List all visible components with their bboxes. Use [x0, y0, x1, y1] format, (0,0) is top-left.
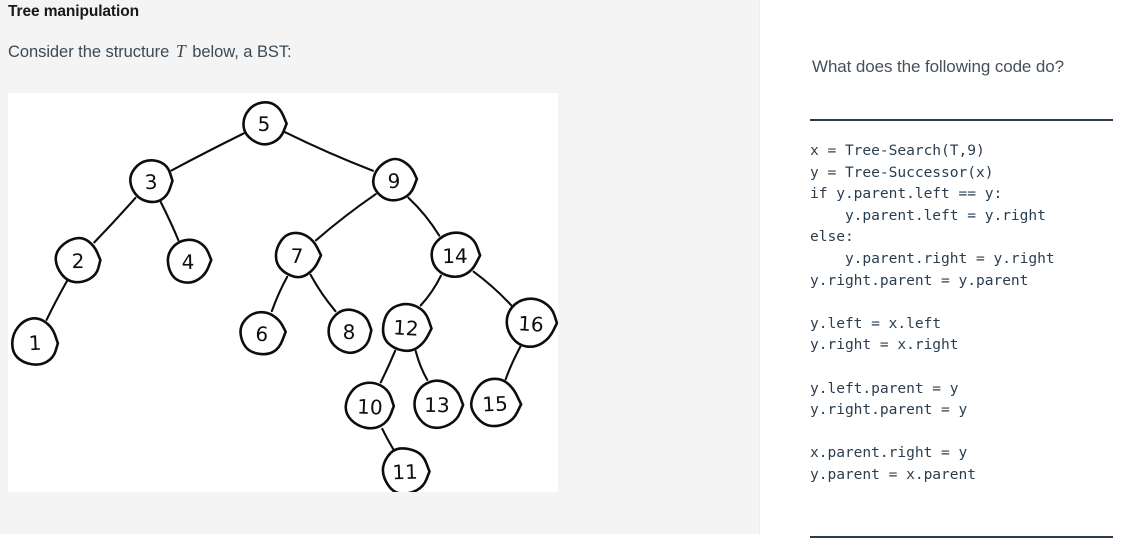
- tree-edge: [504, 345, 522, 381]
- tree-edge: [159, 200, 180, 242]
- code-blank-line: [810, 356, 1055, 378]
- left-content-panel: Tree manipulation Consider the structure…: [0, 0, 759, 534]
- tree-node-label: 11: [392, 460, 418, 485]
- right-question-panel: What does the following code do? x = Tre…: [760, 0, 1139, 554]
- prompt-text: Consider the structure T below, a BST:: [8, 41, 292, 62]
- code-line: if y.parent.left == y:: [810, 185, 1003, 203]
- tree-edge: [93, 196, 137, 244]
- tree-edge: [170, 132, 245, 172]
- tree-node: 9: [371, 157, 419, 202]
- rule-below-code: [810, 536, 1113, 538]
- panel-divider: [759, 0, 760, 534]
- tree-node-label: 12: [393, 315, 420, 340]
- tree-edge: [414, 350, 429, 381]
- tree-node-circle: [381, 302, 433, 353]
- tree-node-label: 10: [357, 394, 383, 419]
- tree-node-circle: [430, 231, 482, 279]
- tree-edge: [314, 193, 377, 242]
- code-line: x = Tree-Search(T,9): [810, 142, 985, 159]
- tree-node-label: 14: [442, 244, 468, 268]
- tree-edge: [309, 273, 337, 313]
- tree-node-label: 4: [181, 250, 194, 274]
- tree-node-label: 13: [424, 393, 450, 417]
- tree-node: 1: [10, 317, 60, 366]
- tree-node: 13: [413, 379, 465, 430]
- tree-edge: [381, 427, 395, 451]
- code-line: y.right.parent = y: [810, 401, 968, 419]
- tree-node: 16: [505, 297, 558, 349]
- tree-node-circle: [10, 317, 60, 366]
- code-line: y.left.parent = y: [810, 379, 959, 397]
- tree-edge: [407, 196, 441, 237]
- code-line: y.right = x.right: [810, 336, 959, 354]
- page-title: Tree manipulation: [8, 3, 139, 20]
- code-line: y.parent.right = y.right: [810, 249, 1055, 267]
- tree-node: 11: [381, 447, 431, 492]
- rule-above-code: [810, 119, 1113, 121]
- tree-edge: [45, 280, 68, 321]
- tree-edge: [284, 131, 374, 172]
- tree-node-circle: [239, 310, 288, 356]
- code-block: x = Tree-Search(T,9) y = Tree-Successor(x…: [810, 140, 1055, 486]
- tree-node: 3: [128, 159, 174, 204]
- tree-node-label: 3: [144, 170, 158, 195]
- code-line: y.parent.left = y.right: [810, 206, 1046, 224]
- tree-node-circle: [344, 381, 396, 430]
- tree-node: 12: [381, 302, 433, 353]
- tree-node-label: 9: [387, 169, 400, 193]
- tree-node-circle: [242, 101, 289, 146]
- tree-node: 5: [242, 101, 289, 146]
- code-line: else:: [810, 228, 854, 246]
- tree-node-circle: [381, 447, 431, 492]
- code-line: y.left = x.left: [810, 314, 942, 332]
- tree-node: 15: [469, 377, 523, 428]
- tree-node-label: 8: [343, 320, 356, 344]
- tree-node-circle: [128, 159, 174, 204]
- tree-node: 7: [274, 231, 323, 279]
- tree-node-label: 5: [257, 112, 270, 136]
- code-line: y.parent = x.parent: [810, 465, 976, 483]
- tree-node: 2: [54, 236, 102, 284]
- tree-node: 8: [327, 308, 373, 355]
- tree-node-circle: [166, 238, 213, 284]
- code-blank-line: [810, 291, 1055, 313]
- tree-edge: [472, 270, 513, 307]
- tree-node-circle: [413, 379, 465, 430]
- prompt-text-before: Consider the structure: [8, 43, 174, 61]
- tree-edge: [379, 349, 397, 384]
- tree-node-circle: [469, 377, 523, 428]
- tree-node: 4: [166, 238, 213, 284]
- code-line: y.right.parent = y.parent: [810, 271, 1029, 289]
- tree-node-label: 7: [290, 244, 303, 268]
- tree-edge: [270, 275, 289, 313]
- question-heading: What does the following code do?: [812, 57, 1064, 76]
- code-blank-line: [810, 421, 1055, 443]
- tree-node-label: 15: [482, 391, 508, 416]
- tree-node: 14: [430, 231, 482, 279]
- tree-node-label: 16: [518, 311, 545, 336]
- tree-node-circle: [371, 157, 419, 202]
- prompt-text-after: below, a BST:: [187, 43, 292, 61]
- tree-node-circle: [274, 231, 323, 279]
- tree-node-label: 2: [71, 249, 84, 273]
- math-variable-T: T: [175, 41, 186, 61]
- tree-node: 10: [344, 381, 396, 430]
- tree-edge: [419, 274, 442, 307]
- tree-node-circle: [54, 236, 102, 284]
- tree-node-circle: [327, 308, 373, 355]
- tree-node-label: 6: [255, 322, 270, 347]
- tree-node-label: 1: [28, 331, 42, 356]
- tree-node: 6: [239, 310, 288, 356]
- code-line: y = Tree-Successor(x): [810, 163, 994, 181]
- code-line: x.parent.right = y: [810, 444, 968, 462]
- tree-node-circle: [505, 297, 558, 349]
- tree-edge-group: [45, 131, 522, 451]
